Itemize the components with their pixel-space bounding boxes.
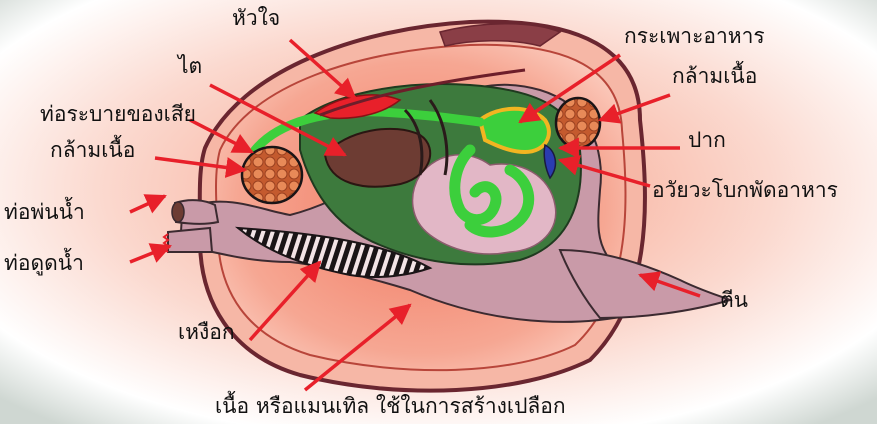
label-food-organ: อวัยวะโบกพัดอาหาร (652, 180, 838, 201)
label-inhalant-siphon: ท่อดูดน้ำ (4, 253, 84, 274)
label-kidney: ไต (178, 56, 202, 77)
label-mouth: ปาก (688, 130, 726, 151)
adductor-muscle-left (242, 147, 302, 203)
adductor-muscle-right (556, 98, 600, 148)
label-foot: ตีน (720, 290, 748, 311)
label-excretory-tube: ท่อระบายของเสีย (40, 104, 196, 125)
exhalant-siphon-opening (172, 202, 184, 222)
label-stomach: กระเพาะอาหาร (624, 26, 765, 47)
label-muscle-right: กล้ามเนื้อ (672, 66, 757, 87)
label-heart: หัวใจ (232, 8, 280, 29)
label-exhalant-siphon: ท่อพ่นน้ำ (4, 202, 85, 223)
label-mantle: เนื้อ หรือแมนเทิล ใช้ในการสร้างเปลือก (215, 396, 566, 417)
inhalant-siphon (168, 228, 212, 252)
label-muscle-left: กล้ามเนื้อ (50, 140, 135, 161)
label-gill: เหงือก (178, 322, 235, 343)
